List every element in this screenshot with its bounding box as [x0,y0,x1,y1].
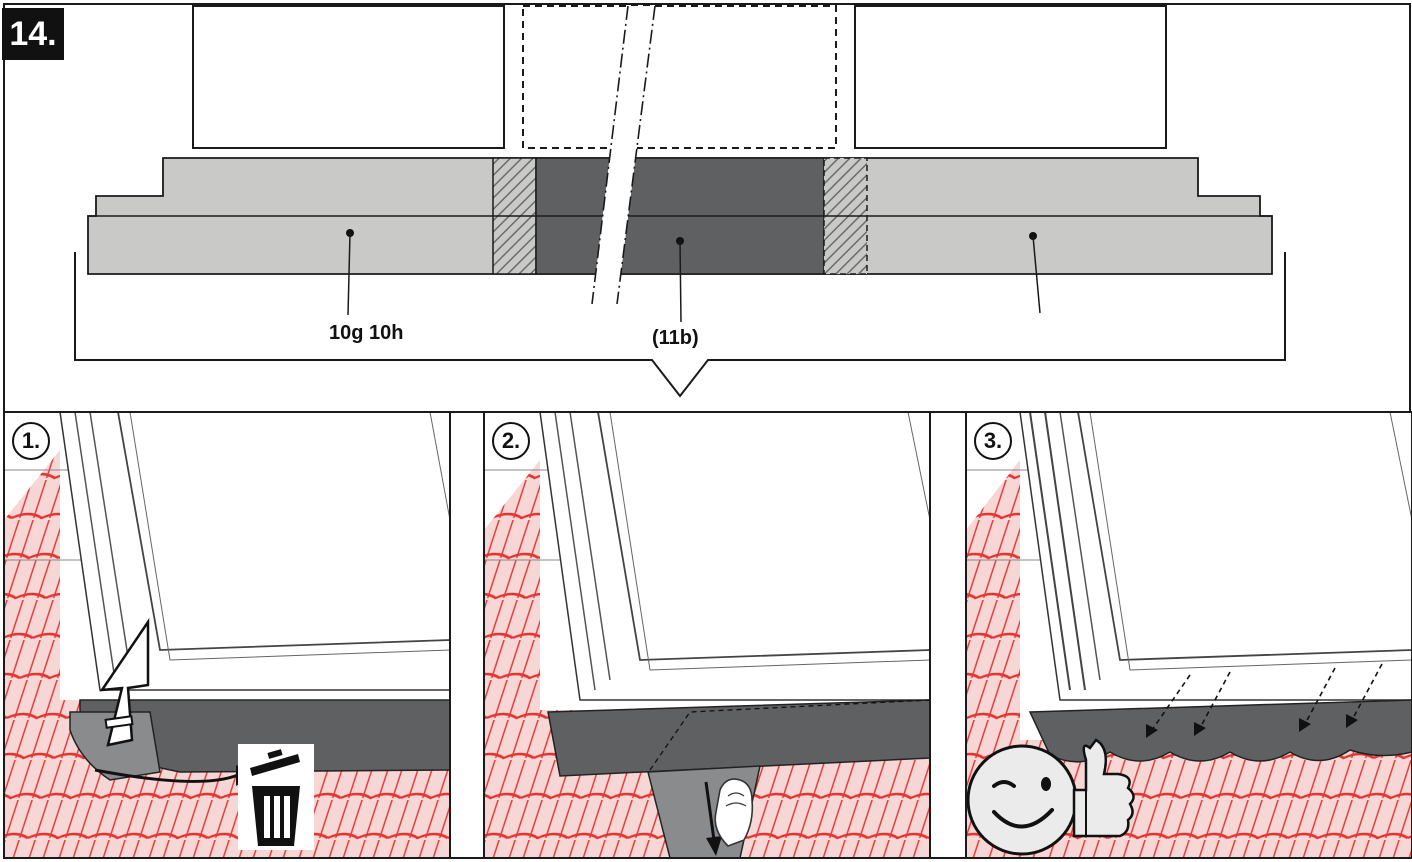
top-window-right [854,5,1167,149]
bracket [74,252,1286,398]
panel-1-badge: 1. [12,422,50,460]
trash-icon [238,744,314,850]
top-window-middle [522,5,837,149]
panel-2-badge: 2. [492,422,530,460]
break-line [591,5,656,305]
label-middle-part: (11b) [652,327,699,349]
panel-3-badge: 3. [974,422,1012,460]
panel-3-illustration [966,412,1412,858]
label-left-part: 10g 10h [329,322,404,344]
smiley-wink-icon [966,744,1078,856]
top-window-left [192,5,505,149]
thumbs-up-icon [1072,738,1135,838]
panel-1-illustration [4,412,450,858]
leader-lines [346,229,1041,323]
hand-icon [714,778,754,847]
up-arrow-icon [99,617,150,747]
step-number: 14. [2,8,64,60]
panel-2-illustration [484,412,930,858]
